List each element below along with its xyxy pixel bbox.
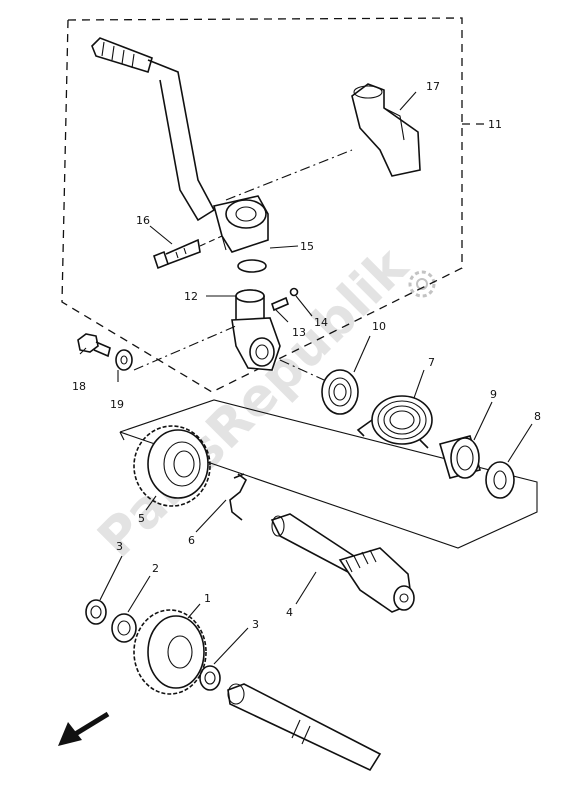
kick-lever — [91, 37, 269, 253]
callout-1: 1 — [204, 592, 211, 605]
part-9-collar — [439, 435, 481, 479]
callout-8: 8 — [534, 410, 541, 423]
part-14-ball — [289, 287, 299, 297]
part-17-cover — [351, 83, 421, 177]
part-7-spring — [356, 395, 433, 449]
callout-4: 4 — [286, 606, 293, 619]
callout-7: 7 — [428, 356, 435, 369]
part-4-kick-shaft — [270, 513, 415, 613]
assembly-line-10 — [279, 359, 325, 381]
shaft-assembly-outline — [119, 399, 538, 549]
callout-2: 2 — [152, 562, 159, 575]
callout-13: 13 — [292, 326, 306, 339]
outline-tick — [119, 431, 125, 441]
assembly-line-16 — [199, 235, 223, 247]
part-2-washer — [111, 613, 137, 643]
callout-3-right: 3 — [252, 618, 259, 631]
assembly-line-17 — [225, 149, 353, 201]
part-13-pin — [271, 296, 289, 312]
callout-6: 6 — [188, 534, 195, 547]
gear-icon — [408, 270, 436, 298]
callout-16: 16 — [136, 214, 150, 227]
callout-17: 17 — [426, 80, 440, 93]
callout-3-left: 3 — [116, 540, 123, 553]
part-12-boss — [231, 289, 281, 371]
part-15-o-ring — [237, 259, 267, 273]
part-18-bolt — [77, 333, 111, 358]
callout-5: 5 — [138, 512, 145, 525]
part-16-bolt — [153, 238, 201, 270]
part-19-washer — [115, 349, 133, 371]
callout-12: 12 — [184, 290, 198, 303]
leader-lines — [79, 91, 533, 665]
assembly-line-19 — [133, 325, 237, 371]
part-8-washer — [485, 461, 515, 499]
watermark-text: PartsRepublik — [87, 236, 421, 570]
part-3-circlip-right — [199, 665, 221, 691]
callout-18: 18 — [72, 380, 86, 393]
callout-labels: 11 17 16 15 12 13 14 10 18 19 7 9 8 5 6 … — [72, 80, 541, 631]
callout-10: 10 — [372, 320, 386, 333]
assembly-11-outline — [61, 17, 463, 393]
part-3-circlip-left — [85, 599, 107, 625]
callout-11: 11 — [488, 118, 502, 131]
callout-14: 14 — [314, 316, 328, 329]
part-6-clip — [229, 473, 248, 521]
part-10-seal — [321, 369, 359, 415]
callout-15: 15 — [300, 240, 314, 253]
circlip-hole — [204, 671, 216, 685]
callout-19: 19 — [110, 398, 124, 411]
callout-9: 9 — [490, 388, 497, 401]
part-5-ratchet — [133, 425, 211, 507]
arrow-icon — [58, 711, 110, 746]
part-1-kick-gear — [133, 609, 207, 695]
circlip-hole — [90, 605, 102, 619]
main-shaft — [227, 683, 382, 772]
